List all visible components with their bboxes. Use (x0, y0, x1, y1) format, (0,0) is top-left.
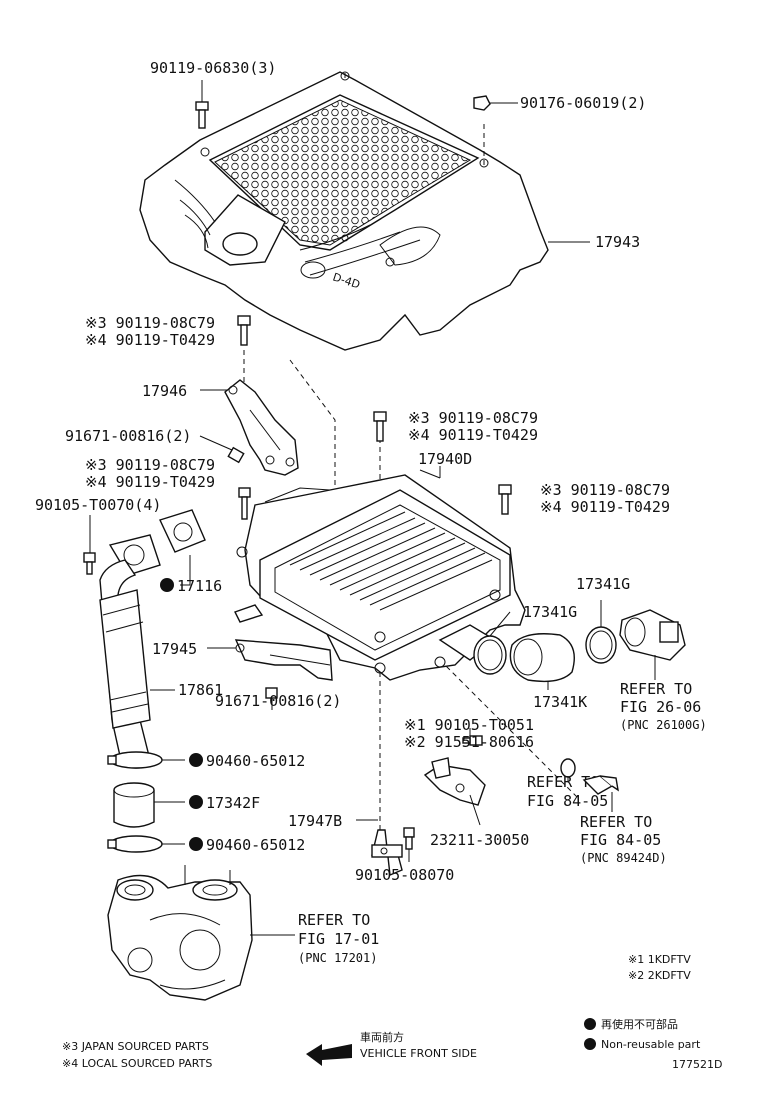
refer-17-01-line1: REFER TO (298, 911, 370, 929)
vehicle-front-jp: 車両前方 (360, 1030, 404, 1044)
bolt-bracket-lower (238, 487, 251, 520)
label-90460-65012-b: 90460-65012 (206, 836, 305, 854)
label-23211-30050: 23211-30050 (430, 831, 529, 849)
legend-non-reusable-en: Non-reusable part (601, 1038, 701, 1051)
label-90119-08C79-d: ※3 90119-08C79 (540, 481, 670, 499)
label-90176-06019: 90176-06019(2) (520, 94, 646, 112)
label-17861: 17861 (178, 681, 223, 699)
nut-91671-a (227, 446, 245, 464)
pipe-17861 (99, 534, 161, 769)
label-17341G-a: 17341G (523, 603, 577, 621)
label-91671-00816-b: 91671-00816(2) (215, 692, 341, 710)
throttle-body (619, 609, 686, 661)
intercooler-core-fins (289, 511, 493, 611)
label-17341G-b: 17341G (576, 575, 630, 593)
intercooler-17940D (234, 469, 526, 681)
hose-17341K (509, 633, 575, 683)
label-90119-08C79-a: ※3 90119-08C79 (85, 314, 215, 332)
label-17940D: 17940D (418, 450, 472, 468)
non-reusable-marker-90460-b (189, 837, 203, 851)
bolt-90119-06830 (195, 101, 209, 129)
refer-84-05-b-line3: (PNC 89424D) (580, 851, 667, 865)
refer-84-05-b-line1: REFER TO (580, 813, 652, 831)
turbocharger (107, 865, 253, 1001)
label-17946: 17946 (142, 382, 187, 400)
refer-84-05-a-line2: FIG 84-05 (527, 792, 608, 810)
bolt-upper-cover (237, 315, 251, 346)
clamp-17341G-a (473, 635, 507, 675)
note-engine-1kdftv: ※1 1KDFTV (628, 953, 691, 966)
front-direction-arrow-icon (306, 1044, 352, 1066)
diagram-id: 177521D (672, 1058, 722, 1071)
label-90119-08C79-b: ※3 90119-08C79 (85, 456, 215, 474)
label-17945: 17945 (152, 640, 197, 658)
bolt-90105-T0051 (462, 735, 483, 746)
bolt-90105-08070 (403, 827, 415, 850)
label-90105-T0051: ※1 90105-T0051 (404, 716, 534, 734)
gasket-17116 (159, 509, 206, 553)
label-17116: 17116 (177, 577, 222, 595)
refer-84-05-b-line2: FIG 84-05 (580, 831, 661, 849)
duct-17945 (234, 639, 333, 681)
bracket-17947B (371, 829, 403, 877)
note-japan-sourced: ※3 JAPAN SOURCED PARTS (62, 1040, 209, 1053)
label-90105-08070: 90105-08070 (355, 866, 454, 884)
label-17943: 17943 (595, 233, 640, 251)
bolt-90176-06019 (473, 95, 491, 111)
label-17342F: 17342F (206, 794, 260, 812)
bracket-17946 (224, 379, 299, 476)
legend-non-reusable-marker-jp (584, 1018, 596, 1030)
label-17947B: 17947B (288, 812, 342, 830)
non-reusable-marker-90460-a (189, 753, 203, 767)
clamp-90460-a (107, 751, 163, 769)
label-90119-T0429-c: ※4 90119-T0429 (408, 426, 538, 444)
label-90119-08C79-c: ※3 90119-08C79 (408, 409, 538, 427)
non-reusable-marker-17342F (189, 795, 203, 809)
note-local-sourced: ※4 LOCAL SOURCED PARTS (62, 1057, 212, 1070)
temperature-sensor (582, 775, 619, 795)
label-90119-T0429-b: ※4 90119-T0429 (85, 473, 215, 491)
clamp-17341G-b (585, 626, 617, 664)
bolt-intercooler-top (373, 411, 387, 442)
engine-cover: D-4D (139, 71, 549, 351)
label-90105-T0070: 90105-T0070(4) (35, 496, 161, 514)
bolt-intercooler-right (498, 484, 512, 515)
legend-non-reusable-marker-en (584, 1038, 596, 1050)
clamp-90460-b (107, 835, 163, 853)
label-90119-T0429-a: ※4 90119-T0429 (85, 331, 215, 349)
label-90119-06830: 90119-06830(3) (150, 59, 276, 77)
label-90460-65012-a: 90460-65012 (206, 752, 305, 770)
label-17341K: 17341K (533, 693, 587, 711)
refer-26-06-line1: REFER TO (620, 680, 692, 698)
bracket-23211-30050 (423, 757, 486, 806)
bolt-90105-T0070 (83, 552, 96, 575)
hose-17342F (113, 782, 155, 828)
label-90119-T0429-d: ※4 90119-T0429 (540, 498, 670, 516)
label-91671-00816-a: 91671-00816(2) (65, 427, 191, 445)
note-engine-2kdftv: ※2 2KDFTV (628, 969, 691, 982)
non-reusable-marker-17116 (160, 578, 174, 592)
refer-84-05-a-line1: REFER TO (527, 773, 599, 791)
legend-non-reusable-jp: 再使用不可部品 (601, 1017, 678, 1031)
vehicle-front-side: VEHICLE FRONT SIDE (360, 1047, 477, 1060)
refer-26-06-line3: (PNC 26100G) (620, 718, 707, 732)
refer-17-01-line2: FIG 17-01 (298, 930, 379, 948)
refer-26-06-line2: FIG 26-06 (620, 698, 701, 716)
label-91551-80616: ※2 91551-80616 (404, 733, 534, 751)
refer-17-01-line3: (PNC 17201) (298, 951, 377, 965)
